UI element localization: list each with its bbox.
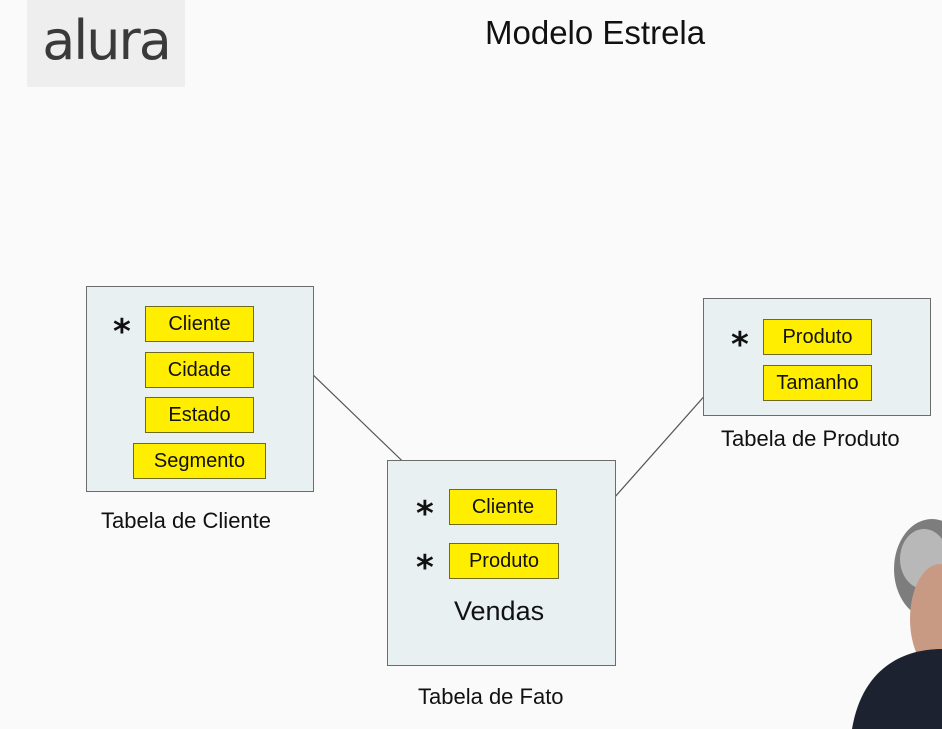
fato-field-produto: Produto	[449, 543, 559, 579]
fato-field-cliente: Cliente	[449, 489, 557, 525]
produto-field-tamanho: Tamanho	[763, 365, 872, 401]
produto-field-produto: Produto	[763, 319, 872, 355]
slide-title: Modelo Estrela	[485, 14, 706, 51]
fato-cliente-key-marker: *	[416, 494, 434, 534]
cliente-field-segmento: Segmento	[133, 443, 266, 479]
cliente-field-cliente: Cliente	[145, 306, 254, 342]
produto-key-marker: *	[731, 325, 749, 365]
cliente-field-cidade: Cidade	[145, 352, 254, 388]
alura-logo: alura	[27, 0, 185, 87]
fato-table-caption: Tabela de Fato	[418, 684, 564, 709]
fato-table-name: Vendas	[454, 596, 545, 626]
logo-text: alura	[42, 9, 172, 72]
fato-produto-key-marker: *	[416, 548, 434, 588]
cliente-key-marker: *	[113, 312, 131, 352]
presenter-webcam-icon	[852, 499, 942, 729]
produto-table-caption: Tabela de Produto	[721, 426, 900, 451]
cliente-field-estado: Estado	[145, 397, 254, 433]
cliente-table-caption: Tabela de Cliente	[101, 508, 272, 533]
